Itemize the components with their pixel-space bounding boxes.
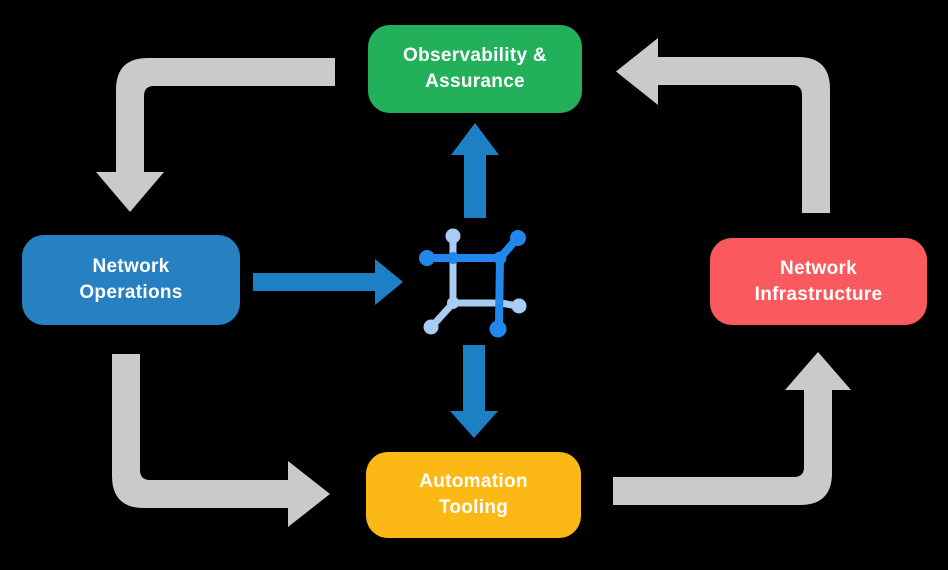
- arrow-infrastructure-to-observability: [616, 38, 830, 213]
- node-label-line: Assurance: [425, 71, 525, 92]
- icon-right-edge: [495, 254, 504, 328]
- arrow-center-to-observability: [451, 123, 499, 218]
- node-automation-tooling: Automation Tooling: [366, 452, 581, 538]
- icon-junction-topright: [493, 251, 507, 265]
- arrow-automation-to-infrastructure: [613, 352, 851, 505]
- node-label-line: Automation: [419, 471, 528, 492]
- icon-node-bottom: [489, 320, 507, 338]
- arrow-center-to-automation: [450, 345, 498, 438]
- node-label-line: Observability &: [403, 45, 547, 66]
- arrow-operations-to-automation: [112, 354, 330, 527]
- arrow-observability-to-operations: [96, 58, 335, 212]
- node-label-line: Tooling: [438, 497, 509, 518]
- node-label-line: Operations: [79, 282, 183, 303]
- node-network-infrastructure: Network Infrastructure: [710, 238, 927, 325]
- node-label-line: Network: [779, 257, 858, 279]
- icon-node-left: [419, 250, 435, 266]
- icon-node-lowerleft: [423, 319, 439, 335]
- node-network-operations: Network Operations: [22, 235, 240, 325]
- node-label-line: Network: [92, 256, 170, 277]
- node-observability-assurance: Observability & Assurance: [368, 25, 582, 113]
- node-label-line: Infrastructure: [754, 283, 883, 305]
- icon-node-right: [511, 298, 527, 314]
- network-mesh-icon: [419, 228, 527, 338]
- icon-junction-bottomleft: [447, 297, 459, 309]
- icon-node-upperright: [510, 230, 526, 246]
- arrow-operations-to-center: [253, 259, 403, 305]
- icon-node-top: [445, 228, 461, 244]
- icon-junction-topleft: [447, 252, 459, 264]
